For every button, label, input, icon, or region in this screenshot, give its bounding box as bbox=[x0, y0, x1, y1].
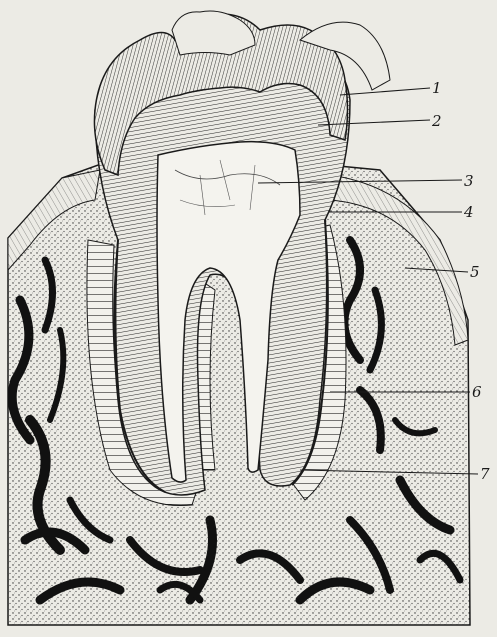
label-2: 2 bbox=[431, 112, 442, 130]
label-7: 7 bbox=[480, 465, 490, 483]
label-6: 6 bbox=[472, 383, 482, 401]
label-3: 3 bbox=[464, 172, 474, 190]
label-5: 5 bbox=[470, 263, 480, 281]
label-1: 1 bbox=[432, 79, 442, 97]
leader-1 bbox=[340, 88, 430, 95]
label-4: 4 bbox=[463, 203, 474, 221]
